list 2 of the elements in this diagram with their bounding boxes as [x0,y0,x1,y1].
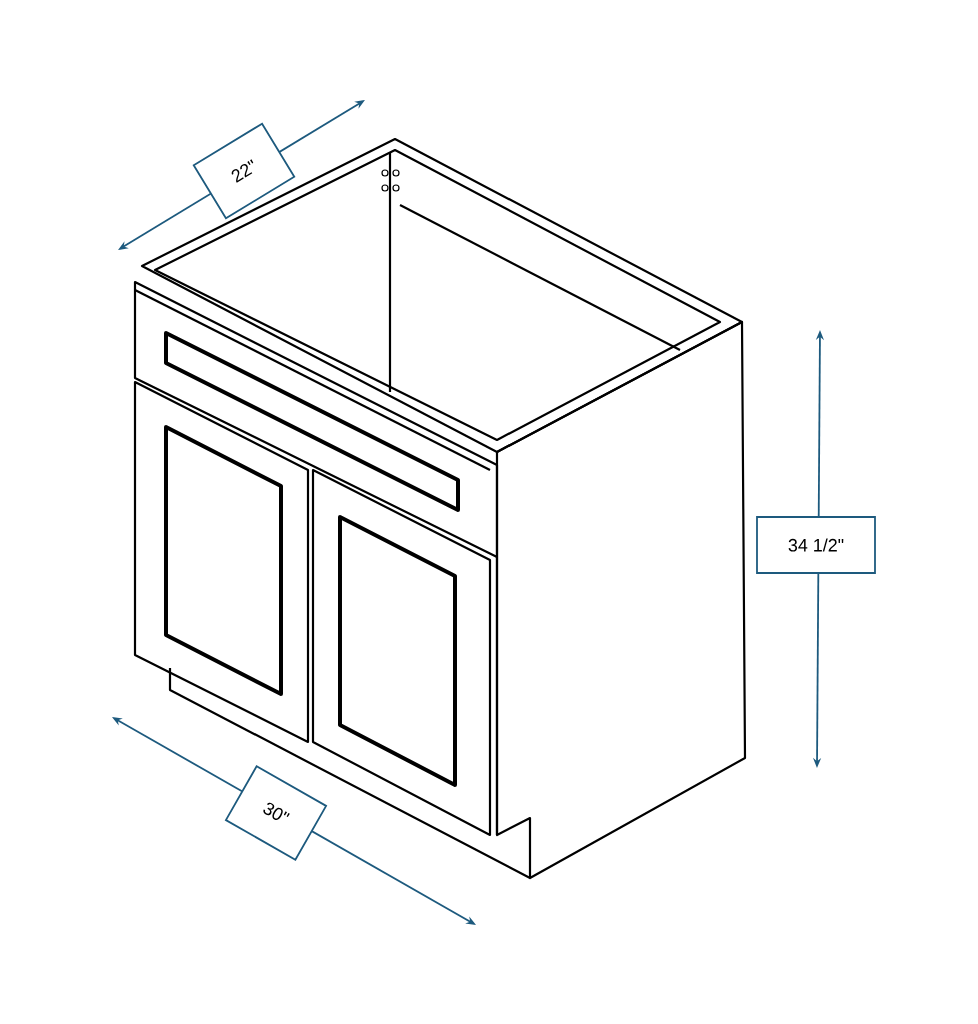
dimension-label: 34 1/2" [756,516,876,574]
dimension-label: 22" [192,122,296,220]
